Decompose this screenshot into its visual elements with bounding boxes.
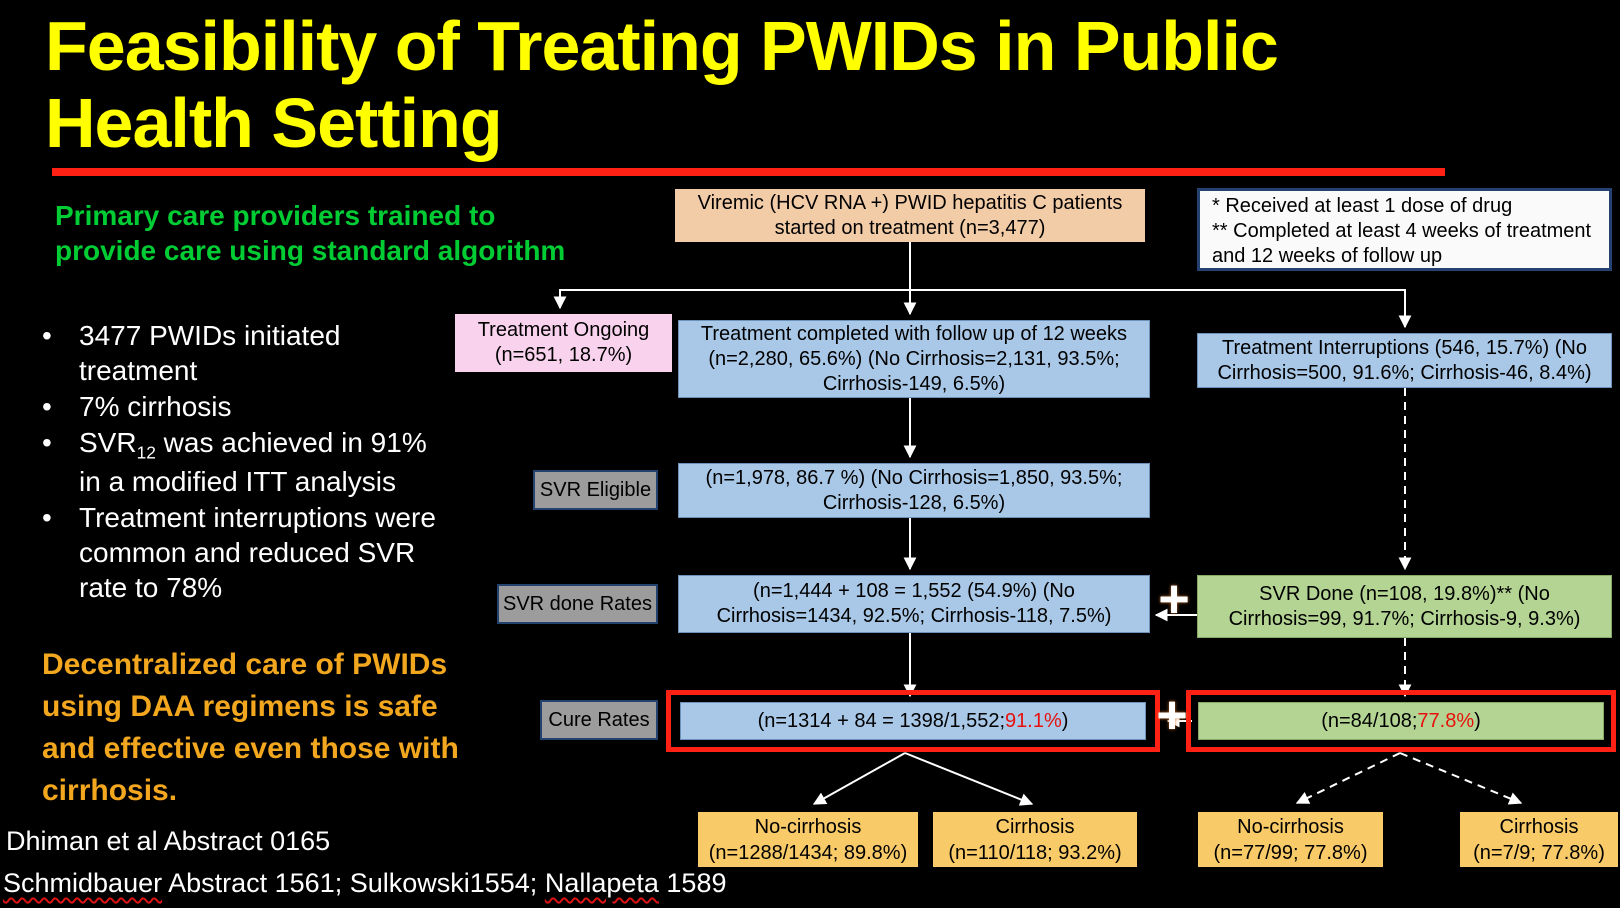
box-svr-done-interruptions: SVR Done (n=108, 19.8%)** (No Cirrhosis=… — [1197, 575, 1612, 638]
cure-right-percent: 77.8% — [1417, 709, 1475, 732]
box-treatment-completed: Treatment completed with follow up of 12… — [678, 320, 1150, 398]
footnote-box: * Received at least 1 dose of drug ** Co… — [1197, 188, 1612, 271]
box-outcome-nocirrhosis-right: No-cirrhosis (n=77/99; 77.8%) — [1198, 812, 1383, 867]
bullet-item: • Treatment interruptions were common an… — [42, 500, 472, 605]
outcome-value: (n=1288/1434; 89.8%) — [708, 841, 908, 864]
cure-left-percent: 91.1% — [1005, 709, 1062, 732]
svr-subscript: 12 — [136, 442, 156, 463]
cure-left-close: ) — [1061, 709, 1069, 732]
box-cure-rate-left: (n=1314 + 84 = 1398/1,552; 91.1%) — [680, 702, 1146, 740]
bullet-marker: • — [42, 391, 52, 422]
cure-left-text: (n=1314 + 84 = 1398/1,552; — [757, 709, 1006, 732]
outcome-label: No-cirrhosis — [754, 815, 862, 838]
subtitle: Primary care providers trained to provid… — [55, 200, 566, 267]
cure-right-close: ) — [1474, 709, 1481, 732]
box-outcome-nocirrhosis-left: No-cirrhosis (n=1288/1434; 89.8%) — [698, 812, 918, 867]
outcome-value: (n=110/118; 93.2%) — [948, 841, 1122, 864]
bullet-item: • SVR12 was achieved in 91% in a modifie… — [42, 425, 472, 499]
citation-secondary: Schmidbauer Abstract 1561; Sulkowski1554… — [3, 868, 726, 899]
outcome-label: Cirrhosis — [995, 815, 1075, 838]
box-outcome-cirrhosis-right: Cirrhosis (n=7/9; 77.8%) — [1460, 812, 1618, 867]
bullet-marker: • — [42, 320, 52, 351]
bullet-list: • 3477 PWIDs initiated treatment • 7% ci… — [42, 318, 472, 606]
dashed-cure-to-nocirr-right — [1295, 752, 1401, 804]
bullet-marker: • — [42, 427, 52, 458]
arrow-cure-to-cirr-left — [904, 752, 1034, 806]
citation-text: 1589 — [658, 868, 727, 898]
svr-text: SVR — [79, 427, 137, 458]
citation-word-misspelled: Nallapeta — [544, 868, 659, 898]
box-treatment-ongoing: Treatment Ongoing (n=651, 18.7%) — [455, 314, 672, 372]
cure-right-highlight-frame — [1186, 690, 1616, 752]
label-svr-eligible: SVR Eligible — [533, 470, 658, 510]
svr-text-rest: was achieved in 91% in a modified ITT an… — [79, 427, 427, 498]
footnote-line2: ** Completed at least 4 weeks of treatme… — [1212, 219, 1592, 267]
box-svr-eligible: (n=1,978, 86.7 %) (No Cirrhosis=1,850, 9… — [678, 463, 1150, 518]
conclusion-text: Decentralized care of PWIDs using DAA re… — [42, 648, 459, 807]
bullet-item: • 7% cirrhosis — [42, 389, 472, 424]
citation-primary: Dhiman et al Abstract 0165 — [6, 826, 331, 856]
box-svr-done-rates: (n=1,444 + 108 = 1,552 (54.9%) (No Cirrh… — [678, 575, 1150, 633]
bullet-text: 7% cirrhosis — [79, 391, 232, 422]
plus-icon: + — [1156, 685, 1188, 745]
title-underline — [52, 168, 1445, 176]
bullet-text: 3477 PWIDs initiated treatment — [79, 320, 341, 386]
outcome-value: (n=77/99; 77.8%) — [1213, 841, 1368, 864]
outcome-label: Cirrhosis — [1499, 815, 1579, 838]
bullet-text: SVR12 was achieved in 91% in a modified … — [79, 425, 449, 499]
citation-word-misspelled: Schmidbauer — [3, 868, 163, 898]
dashed-cure-to-cirr-right — [1399, 752, 1523, 805]
box-viremic-root: Viremic (HCV RNA +) PWID hepatitis C pat… — [675, 189, 1145, 242]
cure-right-text: (n=84/108; — [1321, 709, 1418, 732]
arrow-cure-to-nocirr-left — [812, 752, 906, 805]
page-title: Feasibility of Treating PWIDs in Public … — [45, 7, 1279, 162]
box-outcome-cirrhosis-left: Cirrhosis (n=110/118; 93.2%) — [933, 812, 1137, 867]
label-cure-rates: Cure Rates — [540, 700, 658, 740]
citation-text: Abstract 1561; Sulkowski1554; — [162, 868, 545, 898]
outcome-value: (n=7/9; 77.8%) — [1473, 841, 1605, 864]
label-svr-done-rates: SVR done Rates — [497, 584, 658, 624]
bullet-text: Treatment interruptions were common and … — [79, 502, 436, 604]
footnote-line1: * Received at least 1 dose of drug — [1212, 195, 1513, 217]
box-cure-rate-right: (n=84/108; 77.8%) — [1198, 702, 1604, 740]
bullet-item: • 3477 PWIDs initiated treatment — [42, 318, 472, 388]
box-treatment-interruptions: Treatment Interruptions (546, 15.7%) (No… — [1197, 333, 1612, 388]
plus-icon: + — [1158, 569, 1190, 629]
outcome-label: No-cirrhosis — [1237, 815, 1344, 838]
cure-left-highlight-frame — [666, 690, 1160, 752]
bullet-marker: • — [42, 502, 52, 534]
